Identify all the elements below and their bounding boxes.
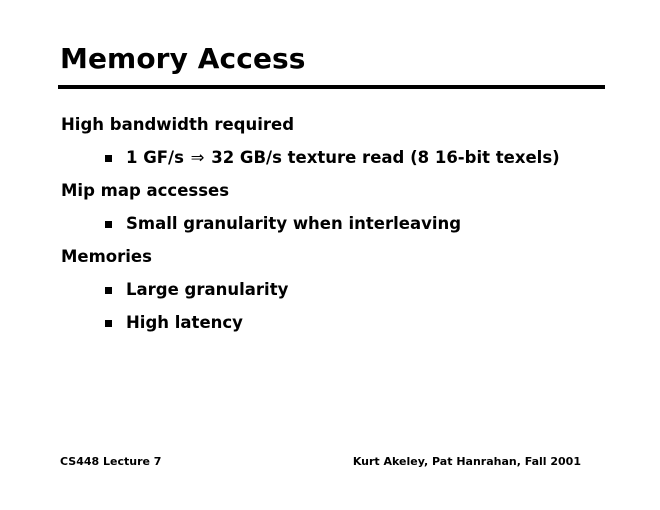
list-item-label-before-arrow: 1 GF/s	[126, 148, 190, 167]
square-bullet-icon	[105, 155, 112, 162]
slide-footer: CS448 Lecture 7 Kurt Akeley, Pat Hanraha…	[0, 455, 660, 471]
list-item: High latency	[0, 306, 660, 339]
list-item: High bandwidth required	[0, 108, 660, 141]
list-item: Memories	[0, 240, 660, 273]
list-item-label: High bandwidth required	[61, 115, 295, 134]
list-item-label: Small granularity when interleaving	[126, 214, 462, 233]
page-title: Memory Access	[60, 42, 306, 75]
square-bullet-icon	[105, 221, 112, 228]
list-item: Large granularity	[0, 273, 660, 306]
slide-body-list: High bandwidth required 1 GF/s ⇒ 32 GB/s…	[0, 108, 660, 339]
footer-authors-label: Kurt Akeley, Pat Hanrahan, Fall 2001	[352, 455, 581, 468]
list-item: 1 GF/s ⇒ 32 GB/s texture read (8 16-bit …	[0, 141, 660, 174]
list-item: Small granularity when interleaving	[0, 207, 660, 240]
list-item-label-after-arrow: 32 GB/s texture read (8 16-bit texels)	[205, 148, 560, 167]
list-item-label: High latency	[126, 313, 243, 332]
square-bullet-icon	[105, 320, 112, 327]
title-divider	[58, 85, 605, 89]
square-bullet-icon	[105, 287, 112, 294]
footer-lecture-label: CS448 Lecture 7	[60, 455, 162, 468]
double-right-arrow-icon: ⇒	[190, 148, 205, 167]
list-item-label: Mip map accesses	[61, 181, 230, 200]
list-item-label: Memories	[61, 247, 152, 266]
list-item-label: Large granularity	[126, 280, 289, 299]
list-item: Mip map accesses	[0, 174, 660, 207]
